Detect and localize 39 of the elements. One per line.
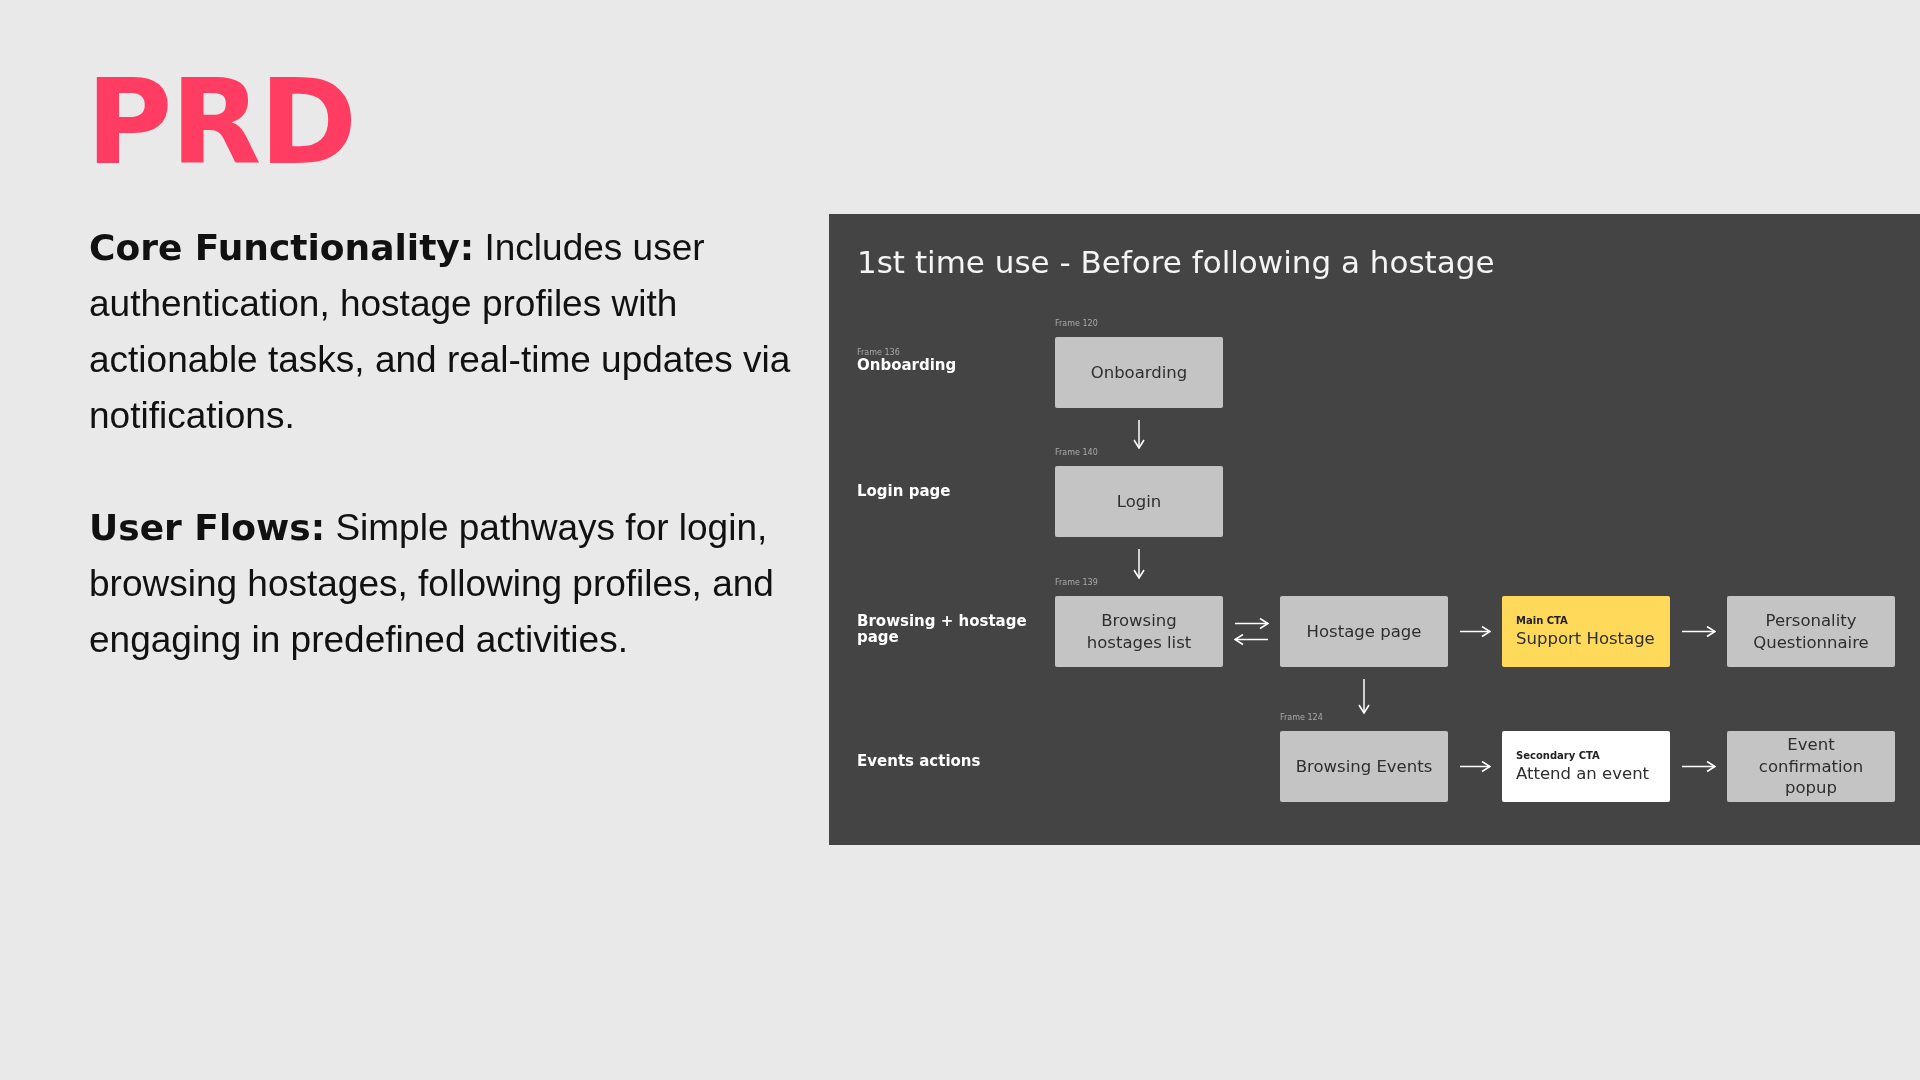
screen-box [1280, 596, 1448, 667]
screen-name: Browsing Events [1295, 755, 1433, 778]
row-label: Browsing + hostage page [857, 614, 1027, 646]
page-title: PRD [86, 58, 356, 188]
cta-tag: Secondary CTA [1516, 748, 1600, 763]
arrow [1358, 678, 1370, 714]
screen-name: Login [1116, 490, 1162, 513]
screen-box [1727, 596, 1895, 667]
panel-title: 1st time use - Before following a hostage [857, 243, 1495, 282]
frame-tag: Frame 120 [1055, 320, 1098, 328]
arrow [1234, 617, 1269, 630]
screen-box [1727, 731, 1895, 802]
frame-tag: Frame 124 [1280, 714, 1323, 722]
description-paragraph: Core Functionality: Includes user authentication, hostage profiles with actionable tasks, and real-time updates via notifications. [89, 226, 792, 438]
frame-tag: Frame 140 [1055, 449, 1098, 457]
arrow [1133, 548, 1145, 579]
arrow [1681, 760, 1716, 773]
description-paragraph: User Flows: Simple pathways for login, browsing hostages, following profiles, and engaging in predefined activities. [89, 506, 775, 662]
arrow [1459, 625, 1491, 638]
row-label: Onboarding [857, 358, 958, 374]
flow-panel [829, 214, 1920, 845]
arrow [1459, 760, 1491, 773]
screen-name: Onboarding [1090, 361, 1188, 384]
screen-name: Browsing hostages list [1085, 610, 1193, 653]
arrow [1681, 625, 1716, 638]
row-label: Events actions [857, 754, 982, 770]
frame-tag: Frame 136 [857, 349, 900, 357]
cta-box [1502, 596, 1670, 667]
cta-box [1502, 731, 1670, 802]
screen-name: Hostage page [1306, 620, 1422, 643]
row-label: Login page [857, 484, 952, 500]
screen-name: Event confirmation popup [1757, 734, 1865, 799]
arrow [1234, 633, 1269, 646]
arrow [1133, 419, 1145, 449]
frame-tag: Frame 139 [1055, 579, 1098, 587]
cta-tag: Main CTA [1516, 613, 1568, 628]
screen-name: Support Hostage [1516, 627, 1655, 650]
screen-name: Personality Questionnaire [1752, 610, 1870, 653]
screen-name: Attend an event [1516, 762, 1650, 785]
